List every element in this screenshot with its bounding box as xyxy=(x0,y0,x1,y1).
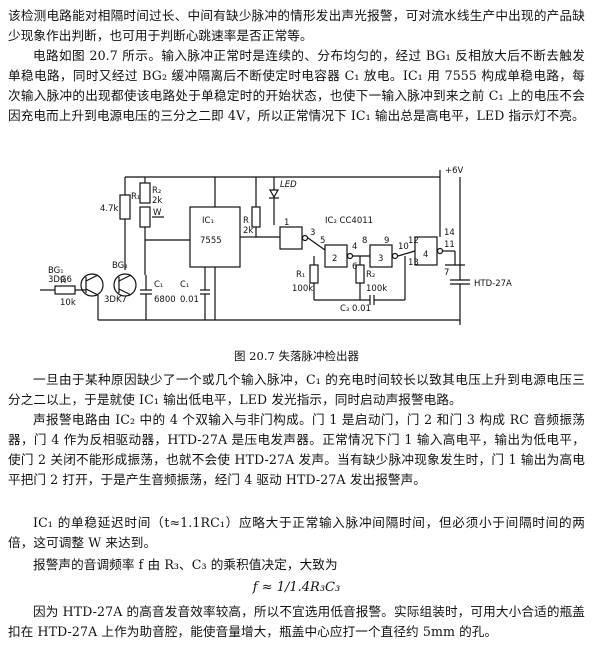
r3-value-label: 2k xyxy=(243,226,253,236)
bg1-label: BG₁ xyxy=(48,266,64,276)
r3-label: R xyxy=(243,216,249,226)
pin-13-label: 13 xyxy=(408,258,419,268)
rin-label: R xyxy=(60,276,66,286)
frequency-formula: f ≈ 1/1.4R₃C₃ xyxy=(252,580,341,595)
figure-caption: 图 20.7 失落脉冲检出器 xyxy=(234,349,359,363)
pin-7-label: 7 xyxy=(444,268,449,278)
alarm-circuit-paragraph: 声报警电路由 IC₂ 中的 4 个双输入与非门构成。门 1 是启动门，门 2 和… xyxy=(8,412,585,487)
pin-14-label: 14 xyxy=(444,228,455,238)
c3-label: C₃ 0.01 xyxy=(340,304,371,314)
delay-time-paragraph: IC₁ 的单稳延迟时间（t≈1.1RC₁）应略大于正常输入脉冲间隔时间，但必须小… xyxy=(8,515,585,550)
c1-value-label: 0.01 xyxy=(180,295,199,305)
pin-11-label: 11 xyxy=(444,240,455,250)
pin-4-label: 4 xyxy=(352,242,357,252)
r1-label: R₁ xyxy=(131,192,140,202)
r5-value-label: 100k xyxy=(366,284,387,294)
r4-value-label: 100k xyxy=(292,284,313,294)
ic1-label: IC₁ xyxy=(202,216,214,226)
pin-1-label: 1 xyxy=(284,218,289,228)
r2-value-label: 2k xyxy=(152,196,162,206)
r4-label: R₁ xyxy=(296,270,305,280)
pin-3-gate-label: 3 xyxy=(378,254,383,264)
frequency-paragraph: 报警声的音调频率 f 由 R₃、C₃ 的乘积值决定，大致为 xyxy=(33,557,338,572)
bg1-type-label: 3DG6 xyxy=(48,275,72,285)
circuit-description-paragraph: 电路如图 20.7 所示。输入脉冲正常时是连续的、分布均匀的，经过 BG₁ 反相… xyxy=(8,48,585,123)
pin-12-label: 12 xyxy=(408,236,419,246)
c2-label: C₁ xyxy=(154,280,163,290)
bg2-type-label: 3DK7 xyxy=(104,295,127,305)
led-label: LED xyxy=(280,180,297,190)
htd-label: HTD-27A xyxy=(474,279,512,289)
gate-4-label: 4 xyxy=(423,250,428,260)
circuit-diagram: +6V R₁ 4.7k R₂ 2k W IC₁ 7555 R 2k LED IC… xyxy=(40,165,540,350)
pin-5-label: 5 xyxy=(320,236,325,246)
c1-label: C₁ xyxy=(180,280,189,290)
vcc-label: +6V xyxy=(445,166,464,176)
r5-label: R₂ xyxy=(366,270,375,280)
assembly-note-paragraph: 因为 HTD-27A 的高音发音效率较高，所以不宜选用低音报警。实际组装时，可用… xyxy=(8,604,585,639)
c2-value-label: 6800 xyxy=(154,295,176,305)
pin-3-label: 3 xyxy=(310,228,315,238)
pin-8-label: 8 xyxy=(362,236,367,246)
bg2-label: BG₂ xyxy=(112,261,128,271)
r1-value-label: 4.7k xyxy=(100,204,119,214)
pin-10-label: 10 xyxy=(398,242,409,252)
pin-2-label: 2 xyxy=(332,254,337,264)
pin-6-label: 6 xyxy=(352,262,357,272)
rin-value-label: 10k xyxy=(60,298,76,308)
pin-9-label: 9 xyxy=(384,236,389,246)
w-label: W xyxy=(153,208,162,218)
ic2-label: IC₂ CC4011 xyxy=(325,216,373,226)
intro-paragraph: 该检测电路能对相隔时间过长、中间有缺少脉冲的情形发出声光报警，可对流水线生产中出… xyxy=(8,8,585,43)
r2-label: R₂ xyxy=(152,186,161,196)
circuit-schematic: +6V R₁ 4.7k R₂ 2k W IC₁ 7555 R 2k LED IC… xyxy=(40,166,512,325)
ic1-type-label: 7555 xyxy=(200,236,222,246)
missing-pulse-paragraph: 一旦由于某种原因缺少了一个或几个输入脉冲，C₁ 的充电时间较长以致其电压上升到电… xyxy=(8,372,585,407)
